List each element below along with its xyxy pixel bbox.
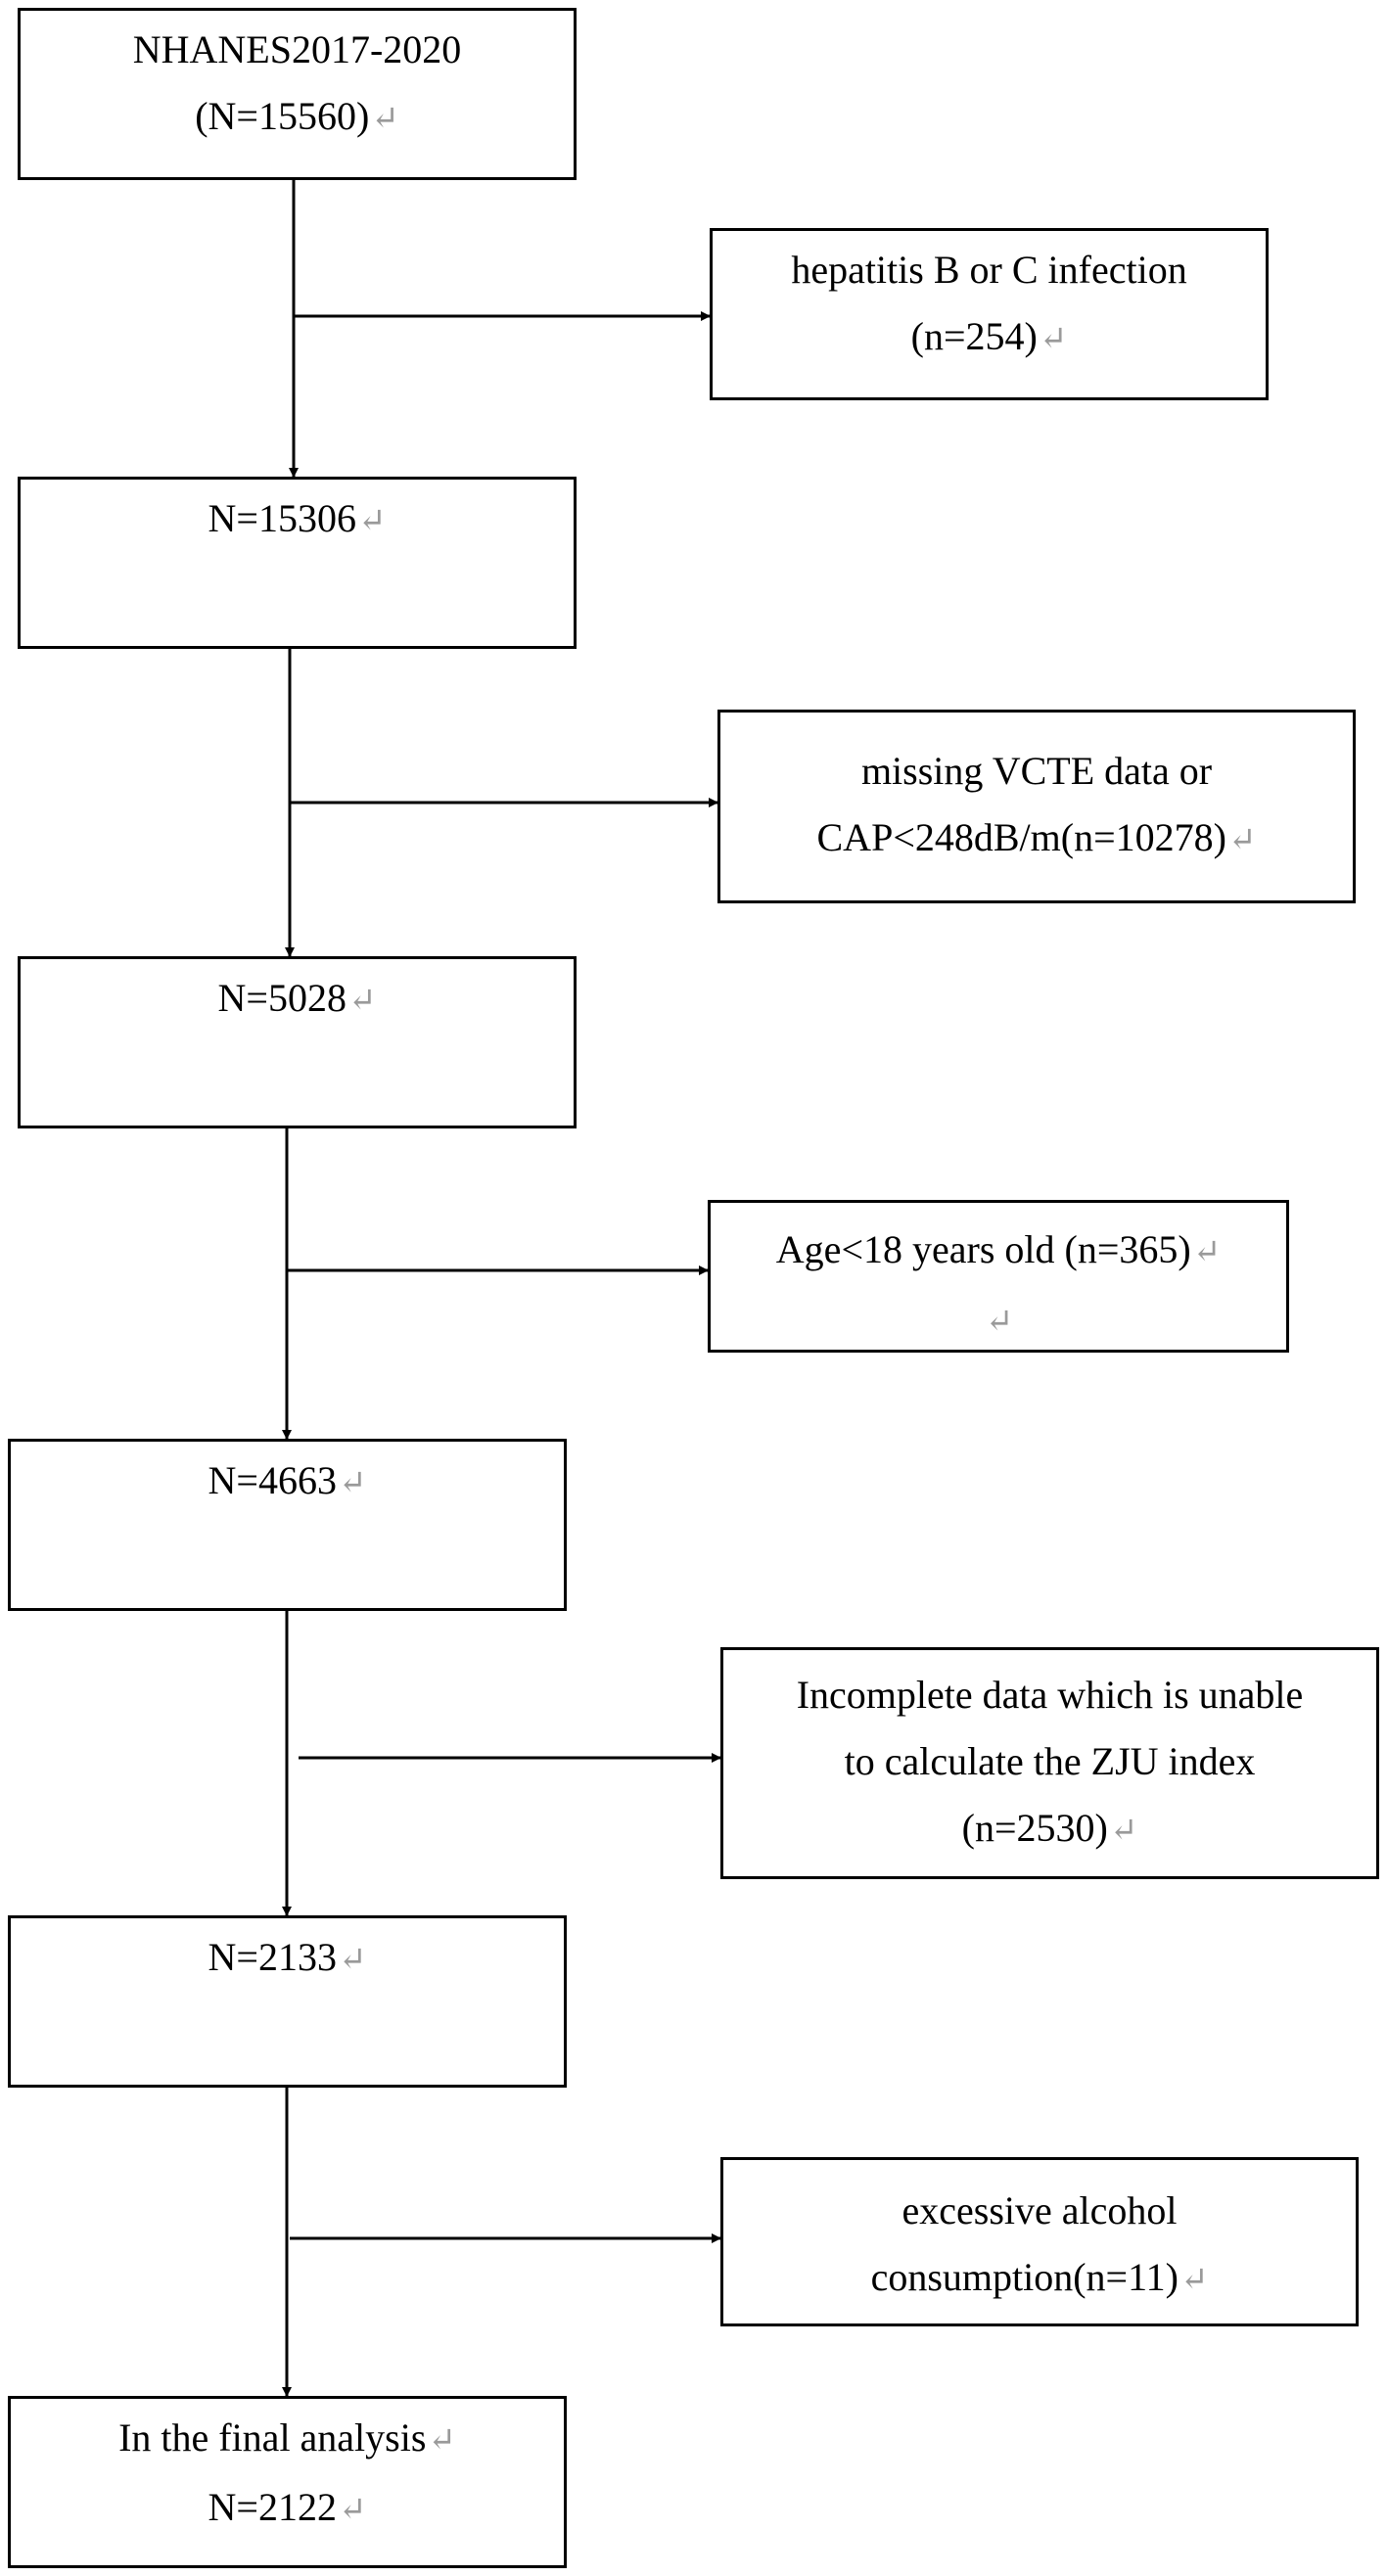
box-text: N=5028 (217, 976, 347, 1020)
box-line: N=4663↵ (11, 1448, 564, 1517)
exclusion-box-3: Age<18 years old (n=365)↵ ↵ (708, 1200, 1289, 1353)
main-box-2: N=15306↵ (18, 477, 577, 649)
box-line: NHANES2017-2020 (21, 17, 574, 83)
box-line: excessive alcohol (723, 2178, 1356, 2244)
main-box-4: N=4663↵ (8, 1439, 567, 1611)
box-text: N=2122 (208, 2485, 337, 2529)
paragraph-mark-icon: ↵ (347, 983, 377, 1019)
box-line: hepatitis B or C infection (713, 237, 1266, 303)
box-line: (n=2530)↵ (723, 1795, 1376, 1864)
paragraph-mark-icon: ↵ (428, 2422, 456, 2459)
paragraph-mark-icon: ↵ (357, 503, 387, 539)
exclusion-box-5: excessive alcohol consumption(n=11)↵ (720, 2157, 1359, 2326)
main-box-1: NHANES2017-2020 (N=15560)↵ (18, 8, 577, 180)
box-line: to calculate the ZJU index (723, 1728, 1376, 1795)
box-text: hepatitis B or C infection (791, 248, 1187, 292)
box-line: N=5028↵ (21, 965, 574, 1035)
paragraph-mark-icon: ↵ (338, 1465, 367, 1501)
box-text: Age<18 years old (n=365) (775, 1227, 1191, 1271)
box-text: (N=15560) (195, 94, 370, 138)
paragraph-mark-icon: ↵ (1192, 1234, 1222, 1270)
box-text: excessive alcohol (902, 2188, 1178, 2232)
box-text: Incomplete data which is unable (796, 1673, 1304, 1717)
box-line: Incomplete data which is unable (723, 1662, 1376, 1728)
exclusion-box-4: Incomplete data which is unable to calcu… (720, 1647, 1379, 1879)
paragraph-mark-icon: ↵ (338, 1942, 367, 1978)
box-text: consumption(n=11) (870, 2255, 1179, 2299)
paragraph-mark-icon: ↵ (371, 101, 399, 137)
box-line: N=2133↵ (11, 1924, 564, 1994)
box-line: CAP<248dB/m(n=10278)↵ (720, 805, 1353, 874)
box-line: In the final analysis↵ (11, 2405, 564, 2474)
box-text: NHANES2017-2020 (132, 27, 462, 71)
exclusion-box-2: missing VCTE data or CAP<248dB/m(n=10278… (717, 710, 1356, 903)
paragraph-mark-icon: ↵ (1227, 822, 1257, 858)
box-text: CAP<248dB/m(n=10278) (816, 815, 1226, 859)
paragraph-mark-icon: ↵ (1109, 1813, 1138, 1849)
box-text: N=15306 (208, 496, 356, 540)
paragraph-mark-icon: ↵ (338, 2492, 367, 2528)
box-text: N=2133 (208, 1935, 337, 1979)
main-box-6: In the final analysis↵ N=2122↵ (8, 2396, 567, 2568)
exclusion-box-1: hepatitis B or C infection (n=254)↵ (710, 228, 1269, 400)
box-text: (n=254) (910, 314, 1038, 358)
box-line: consumption(n=11)↵ (723, 2244, 1356, 2314)
box-line: N=15306↵ (21, 485, 574, 555)
box-line: (n=254)↵ (713, 303, 1266, 373)
box-text: (n=2530) (961, 1806, 1108, 1850)
box-line: N=2122↵ (11, 2474, 564, 2544)
box-line: ↵ (711, 1286, 1286, 1356)
paragraph-mark-icon: ↵ (985, 1304, 1014, 1340)
paragraph-mark-icon: ↵ (1179, 2262, 1209, 2298)
main-box-5: N=2133↵ (8, 1915, 567, 2088)
box-line: Age<18 years old (n=365)↵ (711, 1217, 1286, 1286)
box-line: (N=15560)↵ (21, 83, 574, 153)
box-line: missing VCTE data or (720, 738, 1353, 805)
box-text: to calculate the ZJU index (844, 1739, 1256, 1783)
main-box-3: N=5028↵ (18, 956, 577, 1128)
box-text: N=4663 (208, 1458, 337, 1502)
box-text: missing VCTE data or (860, 749, 1213, 793)
paragraph-mark-icon: ↵ (1039, 321, 1068, 357)
box-text: In the final analysis (118, 2415, 427, 2460)
